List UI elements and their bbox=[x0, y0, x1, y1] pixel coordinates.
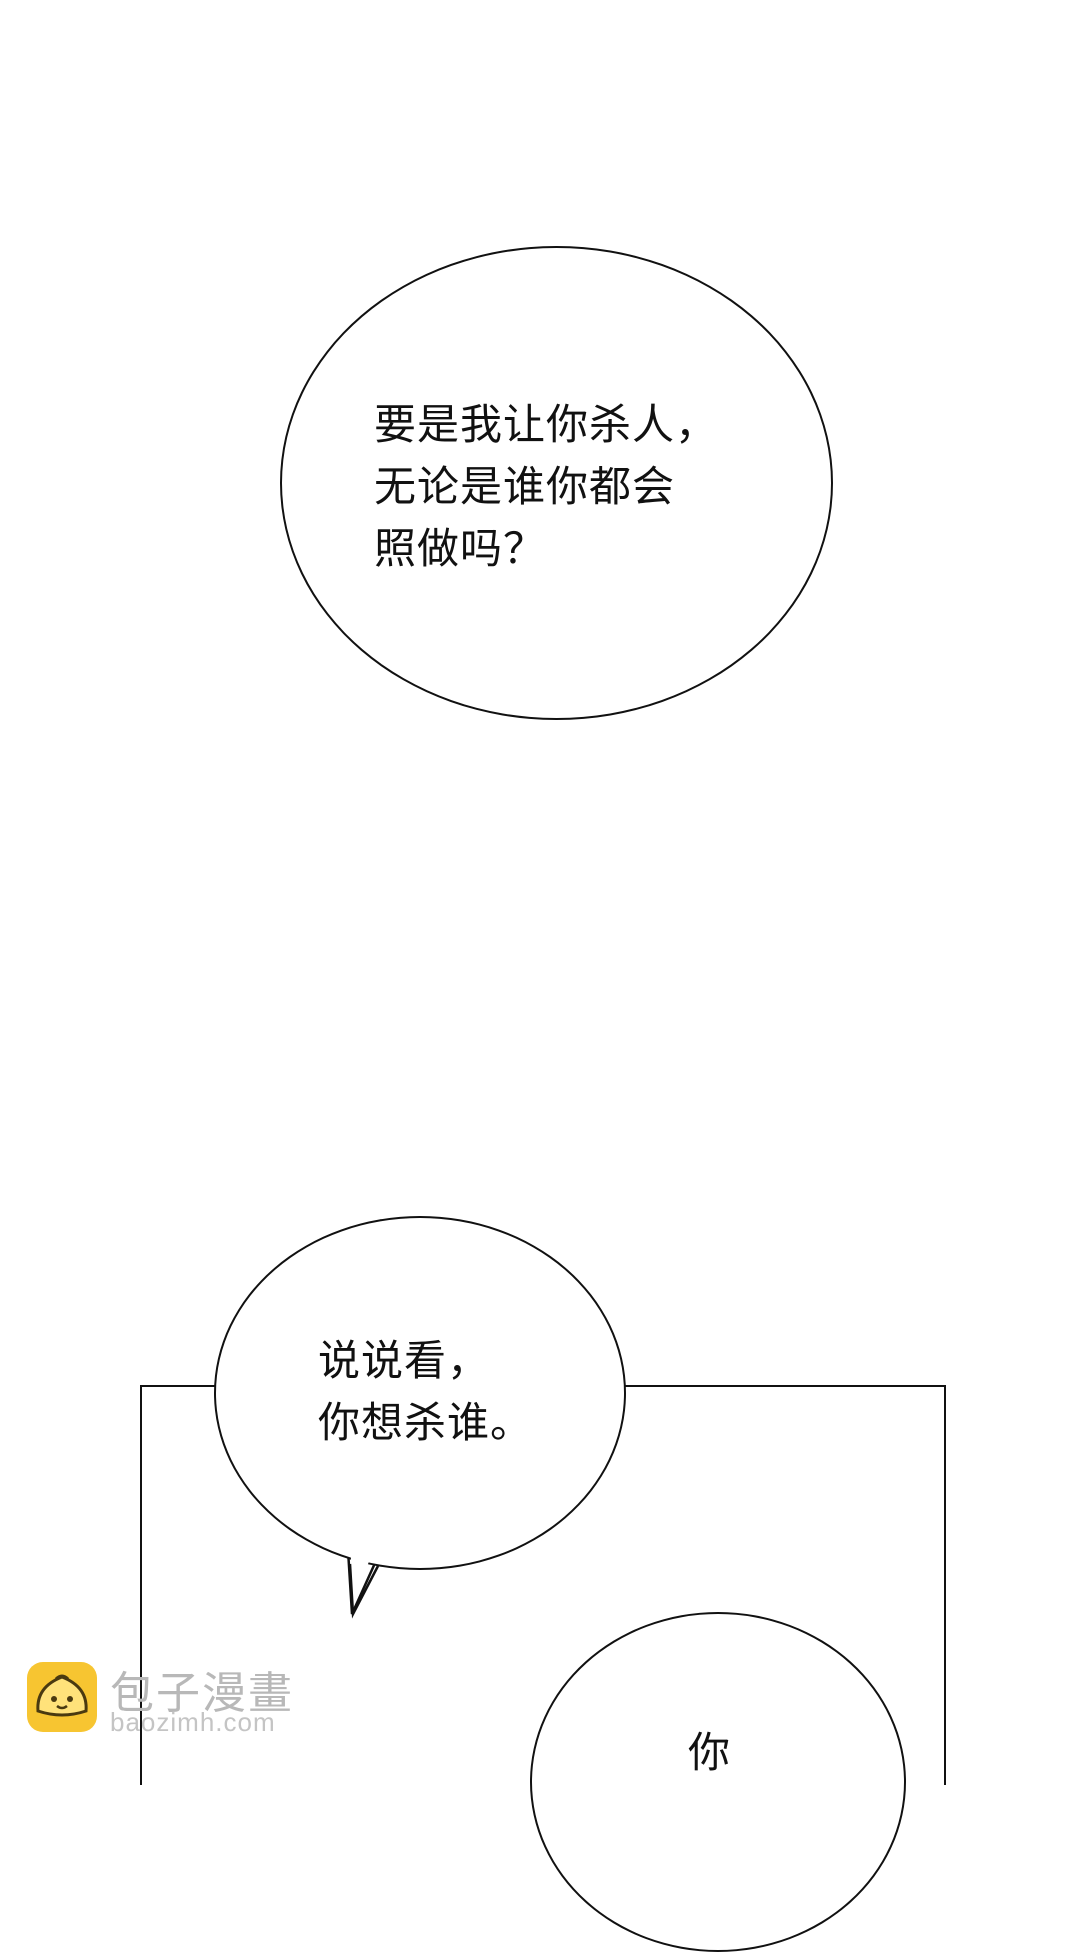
speech-bubble-third-text: 你 bbox=[688, 1722, 731, 1784]
speech-line: 说说看， bbox=[318, 1336, 491, 1385]
watermark-title: 包子漫畫 bbox=[110, 1668, 294, 1719]
speech-line: 你 bbox=[688, 1728, 732, 1777]
speech-bubble-second bbox=[214, 1216, 626, 1570]
site-watermark: 包子漫畫 baozimh.com bbox=[26, 1657, 326, 1737]
speech-line: 无论是谁你都会 bbox=[374, 462, 676, 511]
speech-line: 照做吗？ bbox=[374, 524, 547, 573]
comic-page: 要是我让你杀人， 无论是谁你都会 照做吗？ 说说看， 你想杀谁。 你 包子漫畫 … bbox=[26, 246, 946, 1952]
speech-bubble-first-text: 要是我让你杀人， 无论是谁你都会 照做吗？ bbox=[374, 394, 718, 580]
speech-bubble-tail-cover bbox=[348, 1540, 380, 1619]
speech-line: 你想杀谁。 bbox=[318, 1398, 534, 1447]
speech-line: 要是我让你杀人， bbox=[374, 400, 719, 449]
bun-mascot-icon bbox=[27, 1662, 97, 1732]
speech-bubble-second-text: 说说看， 你想杀谁。 bbox=[318, 1330, 533, 1454]
watermark-url: baozimh.com bbox=[110, 1707, 276, 1737]
speech-bubble-first bbox=[280, 246, 833, 720]
